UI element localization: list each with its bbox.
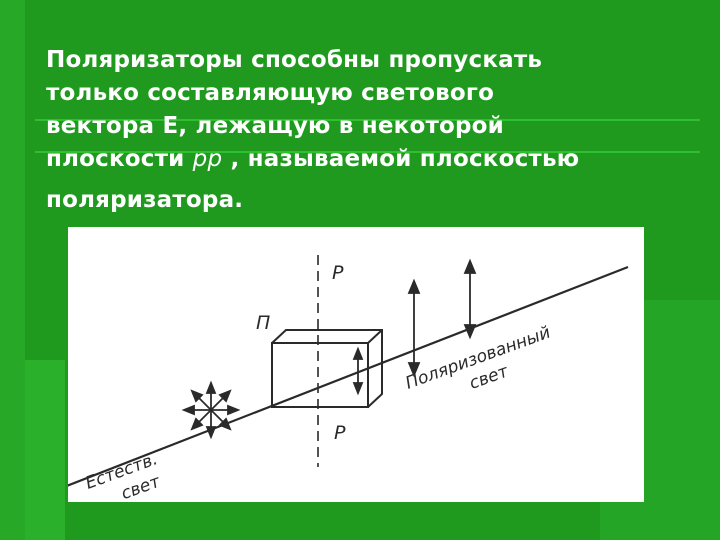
text-line-4-start: плоскости — [46, 146, 193, 172]
label-top-p: P — [332, 262, 344, 284]
arrow-in-polarizer — [352, 346, 364, 396]
slide-body-text: Поляризаторы способны пропускать только … — [46, 44, 706, 217]
light-ray — [68, 265, 629, 487]
label-natural-light: Естеств. свет — [83, 449, 164, 502]
left-stripe — [0, 0, 25, 540]
text-line-2: только составляющую светового — [46, 80, 495, 106]
natural-light-star-icon — [181, 380, 241, 440]
text-line-3: вектора Е, лежащую в некоторой — [46, 113, 504, 139]
text-line-1: Поляризаторы способны пропускать — [46, 47, 543, 73]
plane-pp-label: pp — [192, 146, 223, 172]
text-line-5: поляризатора. — [46, 187, 244, 213]
polarization-arrow-1 — [407, 278, 421, 378]
label-polarizer: П — [256, 312, 270, 334]
label-polarized-light: Поляризованный свет — [403, 323, 553, 394]
polarizer-box — [271, 329, 383, 408]
polarizer-diagram: P P П Естеств. свет Поляризованный свет — [68, 227, 644, 502]
text-line-4-end: , называемой плоскостью — [222, 146, 580, 172]
lower-left-block — [25, 360, 65, 540]
polarization-arrow-2 — [463, 258, 477, 340]
text-line-4: плоскости pp , называемой плоскостью — [46, 143, 706, 176]
label-bottom-p: P — [334, 422, 346, 444]
polarizer-diagram-svg: P P П Естеств. свет Поляризованный свет — [68, 255, 629, 502]
